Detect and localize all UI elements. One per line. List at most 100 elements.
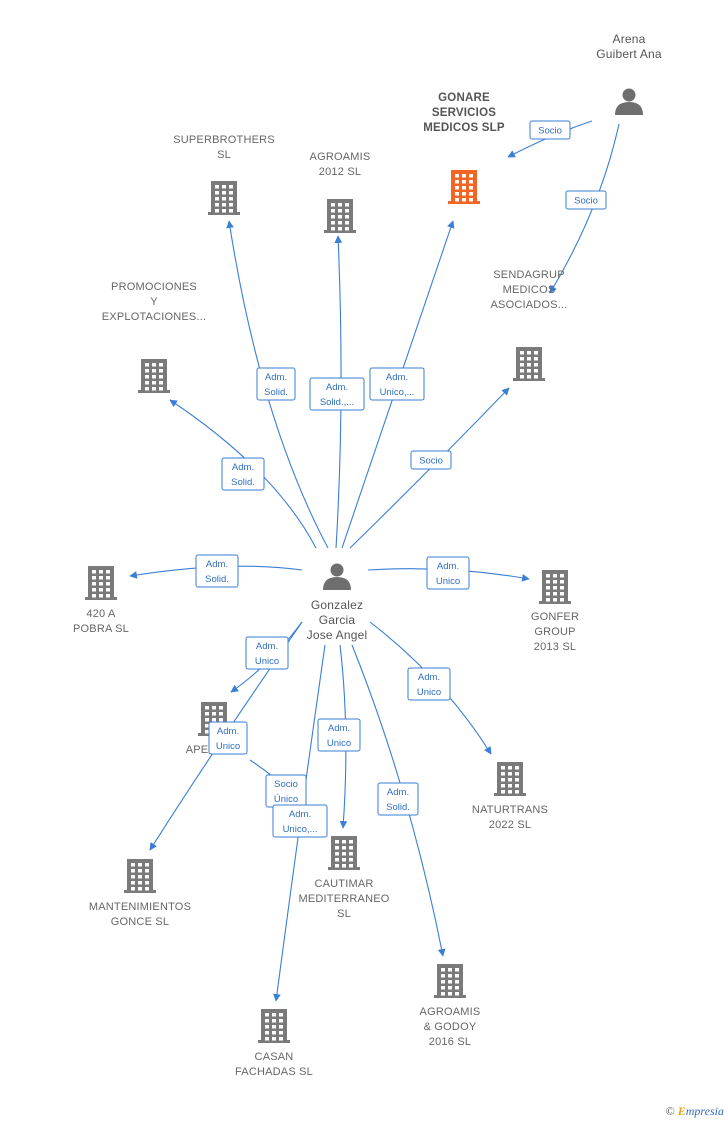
company-icon[interactable] xyxy=(124,859,156,893)
node-label-agroamis2016: AGROAMIS xyxy=(420,1006,481,1018)
node-label-naturtrans: 2022 SL xyxy=(489,819,531,831)
edge-label-box[interactable] xyxy=(410,450,452,470)
node-label-promociones: EXPLOTACIONES... xyxy=(102,311,206,323)
edge-label-box[interactable] xyxy=(309,377,365,411)
edge-label-text: Adm. xyxy=(217,726,239,737)
edge-label-text: Adm. xyxy=(437,561,459,572)
edge-label-box[interactable] xyxy=(377,782,419,816)
node-label-a420: POBRA SL xyxy=(73,623,129,635)
node-label-a420: 420 A xyxy=(86,608,116,620)
node-label-cautimar: SL xyxy=(337,908,351,920)
node-label-agroamis2016: & GODOY xyxy=(424,1021,477,1033)
node-label-promociones: Y xyxy=(150,296,158,308)
node-label-gonzalez: Gonzalez xyxy=(311,598,363,612)
node-label-gonzalez: Garcia xyxy=(319,613,356,627)
edge-label-text: Adm. xyxy=(326,382,348,393)
edge-label-text: Solid. xyxy=(205,574,229,585)
brand-initial: E xyxy=(677,1104,686,1118)
edge-labels-layer: SocioSocioAdm.Solid.Adm.Solid.,...Adm.Un… xyxy=(195,120,607,838)
edge-label-text: Solid.,... xyxy=(320,397,354,408)
node-label-superbrothers: SUPERBROTHERS xyxy=(173,134,275,146)
edge-label-text: Unico xyxy=(417,687,441,698)
edge-label-box[interactable] xyxy=(221,457,265,491)
company-icon[interactable] xyxy=(494,762,526,796)
node-label-promociones: PROMOCIONES xyxy=(111,281,197,293)
company-icon[interactable] xyxy=(85,566,117,600)
edge-label-text: Socio xyxy=(538,126,562,137)
edge-label-box[interactable] xyxy=(256,367,296,401)
node-label-cautimar: CAUTIMAR xyxy=(314,878,373,890)
edge-label-text: Socio xyxy=(419,456,443,467)
edge-label-box[interactable] xyxy=(208,721,248,755)
edge-label-box[interactable] xyxy=(565,190,607,210)
edge-label-text: Adm. xyxy=(387,787,409,798)
focus-company-icon[interactable] xyxy=(448,170,480,204)
edge-label-box[interactable] xyxy=(272,804,328,838)
edge-gonzalez-to-superbrothers xyxy=(226,220,329,549)
node-label-sendagrup: SENDAGRUP xyxy=(493,269,564,281)
person-icon[interactable] xyxy=(615,88,643,116)
node-label-mantenimientos: MANTENIMIENTOS xyxy=(89,901,191,913)
edge-label-text: Solid. xyxy=(231,477,255,488)
company-icon[interactable] xyxy=(539,570,571,604)
edge-label-text: Unico xyxy=(327,738,351,749)
node-label-gonfer: GROUP xyxy=(534,626,575,638)
edge-label-text: Adm. xyxy=(232,462,254,473)
edge-label-box[interactable] xyxy=(407,667,451,701)
node-label-superbrothers: SL xyxy=(217,149,231,161)
edge-label-text: Adm. xyxy=(206,559,228,570)
company-icon[interactable] xyxy=(208,181,240,215)
node-label-gonzalez: Jose Angel xyxy=(307,628,368,642)
node-label-naturtrans: NATURTRANS xyxy=(472,804,548,816)
edge-label-box[interactable] xyxy=(317,718,361,752)
node-label-arena: Arena xyxy=(612,32,645,46)
edge-label-box[interactable] xyxy=(529,120,571,140)
brand-watermark: ©Empresia xyxy=(666,1104,724,1119)
edge-label-text: Adm. xyxy=(386,372,408,383)
edge-label-text: Socio xyxy=(574,196,598,207)
edge-label-text: Solid. xyxy=(386,802,410,813)
node-label-mantenimientos: GONCE SL xyxy=(111,916,169,928)
edge-label-box[interactable] xyxy=(426,556,470,590)
edge-label-text: Adm. xyxy=(418,672,440,683)
edge-label-text: Adm. xyxy=(265,372,287,383)
edge-label-text: Solid. xyxy=(264,387,288,398)
node-label-gonfer: GONFER xyxy=(531,611,579,623)
node-label-cautimar: MEDITERRANEO xyxy=(298,893,389,905)
edge-label-text: Adm. xyxy=(256,641,278,652)
node-label-agroamis2012: AGROAMIS xyxy=(310,151,371,163)
node-label-casan: CASAN xyxy=(255,1051,294,1063)
node-label-gonare: MEDICOS SLP xyxy=(423,122,505,134)
edge-label-text: Unico xyxy=(216,741,240,752)
copyright-icon: © xyxy=(665,1104,675,1118)
edge-label-text: Socio xyxy=(274,779,298,790)
edge-label-box[interactable] xyxy=(195,554,239,588)
person-icon[interactable] xyxy=(323,563,351,591)
company-icon[interactable] xyxy=(138,359,170,393)
edge-label-text: Adm. xyxy=(289,809,311,820)
company-icon[interactable] xyxy=(258,1009,290,1043)
edge-label-box[interactable] xyxy=(245,636,289,670)
node-label-arena: Guibert Ana xyxy=(596,47,662,61)
node-label-agroamis2016: 2016 SL xyxy=(429,1036,471,1048)
node-label-gonare: SERVICIOS xyxy=(432,107,496,119)
edge-label-text: Unico,... xyxy=(380,387,415,398)
edge-label-text: Único xyxy=(274,794,298,805)
company-icon[interactable] xyxy=(434,964,466,998)
company-icon[interactable] xyxy=(328,836,360,870)
node-label-gonfer: 2013 SL xyxy=(534,641,576,653)
edge-label-text: Unico xyxy=(436,576,460,587)
edge-label-text: Unico xyxy=(255,656,279,667)
node-label-agroamis2012: 2012 SL xyxy=(319,166,361,178)
brand-name: mpresia xyxy=(685,1104,724,1118)
node-label-gonare: GONARE xyxy=(438,92,490,104)
edge-label-text: Adm. xyxy=(328,723,350,734)
company-icon[interactable] xyxy=(513,347,545,381)
company-icon[interactable] xyxy=(324,199,356,233)
edge-label-text: Unico,... xyxy=(283,824,318,835)
edge-label-box[interactable] xyxy=(369,367,425,401)
node-label-sendagrup: ASOCIADOS... xyxy=(491,299,568,311)
